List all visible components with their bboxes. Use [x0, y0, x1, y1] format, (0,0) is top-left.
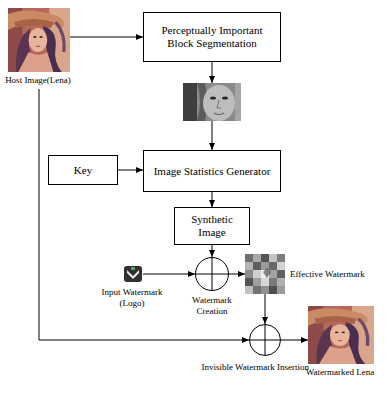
box-label: Key [74, 164, 92, 177]
arrow-head [301, 337, 308, 343]
image-caption: Effective Watermark [290, 269, 365, 280]
process-box: Synthetic Image [174, 207, 250, 245]
image-node: Host Image(Lena) [8, 8, 70, 72]
connector [229, 271, 245, 277]
operator-circle: Invisible Watermark Insertion [249, 324, 281, 356]
arrow-head [209, 250, 215, 257]
watermarked-image-picture [308, 306, 374, 364]
effective-watermark-picture [245, 254, 285, 294]
arrow-head [209, 76, 215, 83]
connector [143, 271, 195, 277]
plus-stroke [212, 258, 213, 290]
box-label: Synthetic Image [180, 213, 244, 239]
arrow-head [209, 200, 215, 207]
arrow-head [238, 271, 245, 277]
plus-stroke [265, 325, 266, 355]
image-node: Effective Watermark [245, 254, 285, 294]
image-node: Watermarked Lena [308, 306, 374, 364]
image-node: Input Watermark (Logo) [123, 264, 143, 284]
operator-caption: Watermark Creation [180, 295, 244, 317]
connector [209, 245, 215, 257]
box-label: Image Statistics Generator [154, 165, 271, 178]
image-caption: Input Watermark (Logo) [95, 287, 169, 309]
connector-line [70, 37, 143, 38]
connector [281, 337, 308, 343]
logo-picture [123, 264, 143, 284]
connector [70, 34, 143, 40]
process-box: Key [48, 155, 118, 185]
connector [118, 167, 143, 173]
arrow-head [188, 271, 195, 277]
image-caption: Watermarked Lena [305, 367, 375, 378]
arrow-head [136, 167, 143, 173]
segmented-block-picture [183, 83, 241, 121]
operator-circle: Watermark Creation [195, 257, 229, 291]
connector [209, 192, 215, 207]
plus-symbol [196, 258, 228, 290]
arrow-head [209, 143, 215, 150]
box-label: Perceptually Important Block Segmentatio… [149, 24, 275, 50]
host-image-picture [8, 8, 70, 72]
connector-line [39, 89, 249, 340]
image-caption: Host Image(Lena) [3, 75, 73, 86]
connector [262, 294, 268, 324]
connector [39, 89, 249, 343]
arrow-head [242, 337, 249, 343]
connector-line [143, 274, 195, 275]
arrow-head [262, 317, 268, 324]
arrow-head [136, 34, 143, 40]
plus-symbol [250, 325, 280, 355]
operator-caption: Invisible Watermark Insertion [201, 362, 309, 373]
process-box: Perceptually Important Block Segmentatio… [143, 12, 281, 62]
process-box: Image Statistics Generator [143, 150, 281, 192]
